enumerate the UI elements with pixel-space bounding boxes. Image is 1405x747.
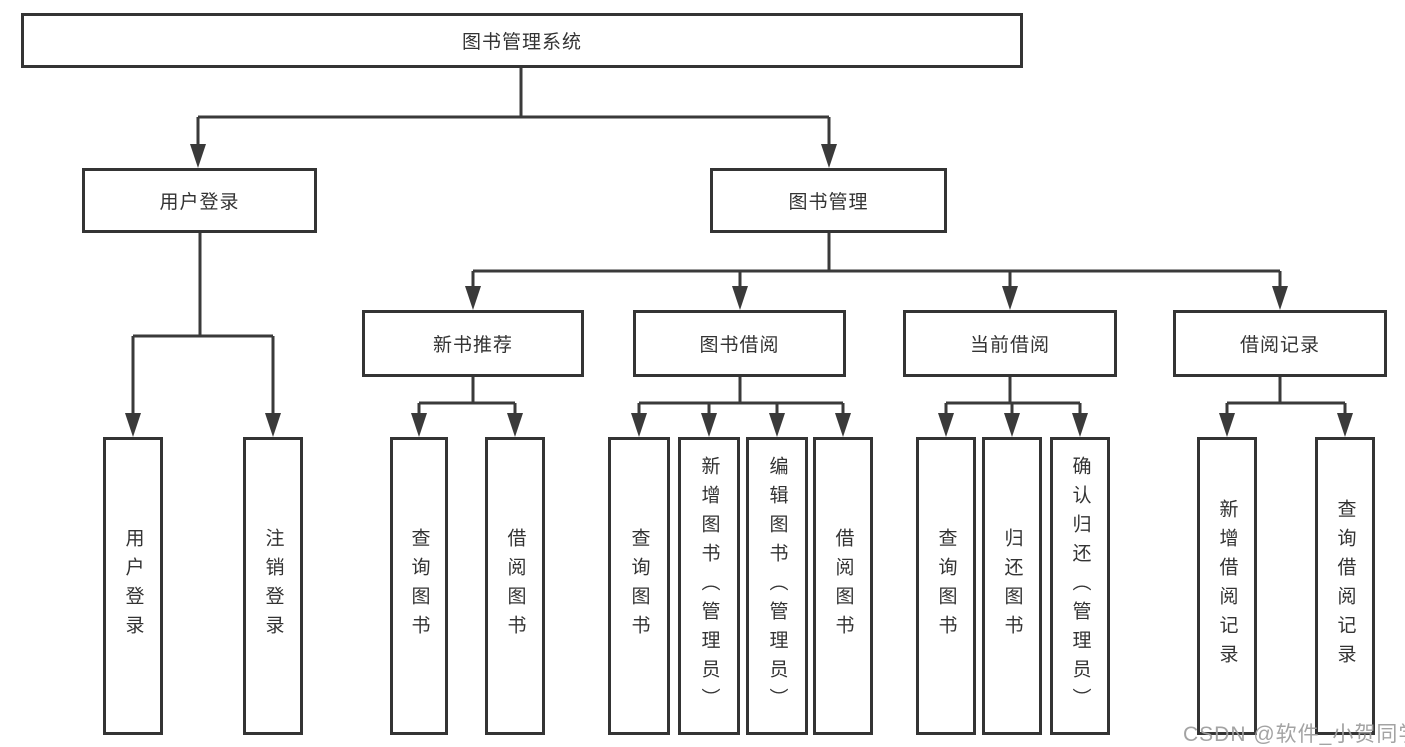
node-label: 新增图书（管理员） — [698, 455, 720, 717]
leaf-cb-query-books: 查询图书 — [916, 437, 976, 735]
leaf-br-query-record: 查询借阅记录 — [1315, 437, 1375, 735]
node-new-book-recommend: 新书推荐 — [362, 310, 584, 377]
node-borrow-records: 借阅记录 — [1173, 310, 1387, 377]
leaf-cb-confirm-return-admin: 确认归还（管理员） — [1050, 437, 1110, 735]
arrowheads — [125, 144, 1353, 437]
node-label: 查询借阅记录 — [1334, 499, 1356, 673]
node-user-login: 用户登录 — [82, 168, 317, 233]
node-label: 查询图书 — [408, 528, 430, 644]
leaf-bb-edit-books-admin: 编辑图书（管理员） — [746, 437, 808, 735]
node-label: 借阅图书 — [832, 528, 854, 644]
leaf-bb-add-books-admin: 新增图书（管理员） — [678, 437, 740, 735]
node-label: 确认归还（管理员） — [1069, 455, 1091, 717]
leaf-logout-login: 注销登录 — [243, 437, 303, 735]
node-book-borrow: 图书借阅 — [633, 310, 846, 377]
node-label: 借阅记录 — [1239, 335, 1320, 356]
leaf-user-login: 用户登录 — [103, 437, 163, 735]
node-label: 图书管理系统 — [461, 32, 582, 53]
node-label: 归还图书 — [1001, 528, 1023, 644]
leaf-cb-return-books: 归还图书 — [982, 437, 1042, 735]
node-label: 用户登录 — [159, 192, 240, 213]
node-label: 注销登录 — [262, 528, 284, 644]
node-label: 图书管理 — [788, 192, 869, 213]
leaf-bb-borrow-books: 借阅图书 — [813, 437, 873, 735]
leaf-bb-query-books: 查询图书 — [608, 437, 670, 735]
node-label: 图书借阅 — [699, 335, 780, 356]
node-label: 新增借阅记录 — [1216, 499, 1238, 673]
node-label: 查询图书 — [935, 528, 957, 644]
node-label: 当前借阅 — [969, 335, 1050, 356]
node-root-book-management-system: 图书管理系统 — [21, 13, 1023, 68]
node-label: 新书推荐 — [432, 335, 513, 356]
leaf-nbr-borrow-books: 借阅图书 — [485, 437, 545, 735]
node-label: 用户登录 — [122, 528, 144, 644]
csdn-watermark: CSDN @软件_小贺同学 — [1183, 723, 1405, 746]
node-label: 查询图书 — [628, 528, 650, 644]
node-book-management: 图书管理 — [710, 168, 947, 233]
node-label: 借阅图书 — [504, 528, 526, 644]
node-label: 编辑图书（管理员） — [766, 455, 788, 717]
node-current-borrow: 当前借阅 — [903, 310, 1117, 377]
leaf-nbr-query-books: 查询图书 — [390, 437, 448, 735]
leaf-br-add-record: 新增借阅记录 — [1197, 437, 1257, 735]
